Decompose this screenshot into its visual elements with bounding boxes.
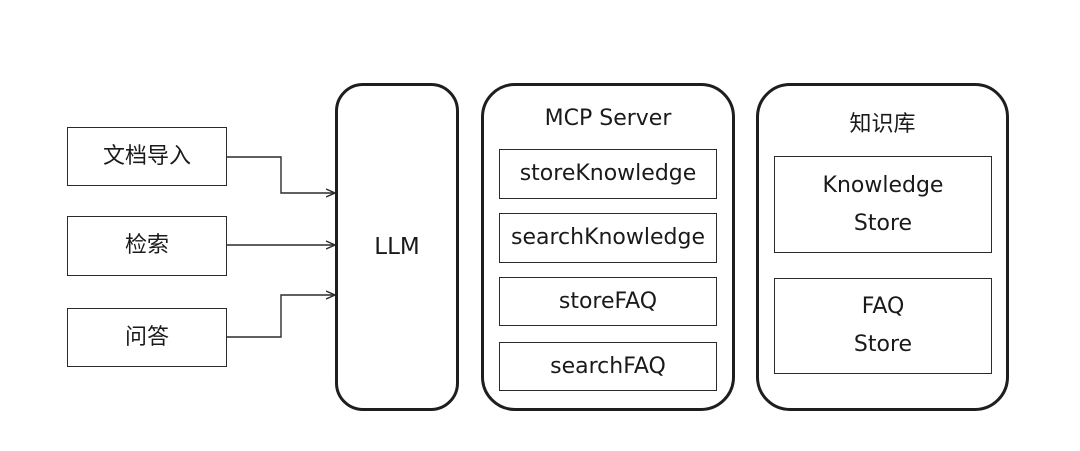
qa-box: 问答 [67, 308, 227, 367]
tool-label: storeKnowledge [519, 161, 697, 187]
knowledge-store-box: Knowledge Store [774, 156, 992, 253]
tool-label: searchFAQ [550, 353, 666, 379]
tool-search-faq: searchFAQ [499, 342, 717, 391]
tool-store-faq: storeFAQ [499, 277, 717, 326]
faq-store-line1: FAQ [861, 294, 905, 320]
knowledge-store-line2: Store [853, 210, 913, 236]
doc-import-label: 文档导入 [102, 143, 191, 169]
arrow-qa-to-llm [227, 295, 334, 338]
tool-search-knowledge: searchKnowledge [499, 213, 717, 263]
llm-panel: LLM [335, 83, 459, 411]
doc-import-box: 文档导入 [67, 127, 227, 186]
search-label: 检索 [124, 233, 169, 259]
tool-store-knowledge: storeKnowledge [499, 149, 717, 199]
tool-label: searchKnowledge [510, 225, 705, 251]
qa-label: 问答 [124, 324, 169, 350]
faq-store-box: FAQ Store [774, 278, 992, 374]
llm-label: LLM [374, 234, 420, 260]
knowledge-store-line1: Knowledge [822, 172, 944, 198]
search-box: 检索 [67, 216, 227, 276]
knowledge-base-title: 知识库 [849, 112, 916, 137]
arrow-doc-import-to-llm [227, 156, 334, 193]
mcp-server-title: MCP Server [544, 106, 672, 131]
faq-store-line2: Store [853, 332, 913, 357]
tool-label: storeFAQ [558, 288, 658, 314]
